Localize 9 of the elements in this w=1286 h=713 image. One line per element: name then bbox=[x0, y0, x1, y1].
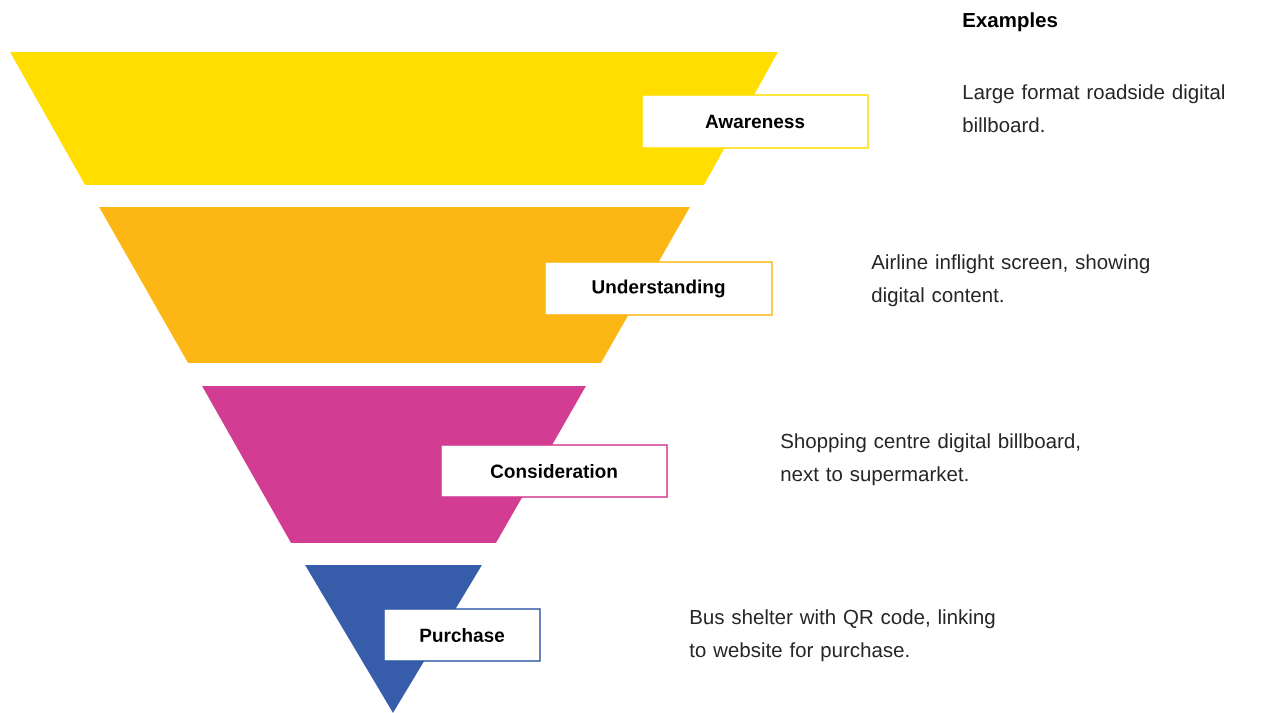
example-text: Large format roadside digital billboard. bbox=[963, 84, 1224, 133]
example-text: Bus shelter with QR code, linking to website for purchase. bbox=[689, 609, 995, 662]
funnel-stage: Understanding bbox=[99, 207, 773, 363]
funnel-stage: Purchase bbox=[305, 565, 541, 713]
example-text: Airline inflight screen, showing digital content. bbox=[871, 254, 1149, 307]
funnel-stage: Consideration bbox=[202, 386, 668, 543]
example-text: Shopping centre digital billboard, next to supermarket. bbox=[781, 433, 1080, 486]
funnel-stage: Awareness bbox=[10, 52, 869, 185]
column-heading: Examples bbox=[963, 12, 1058, 32]
